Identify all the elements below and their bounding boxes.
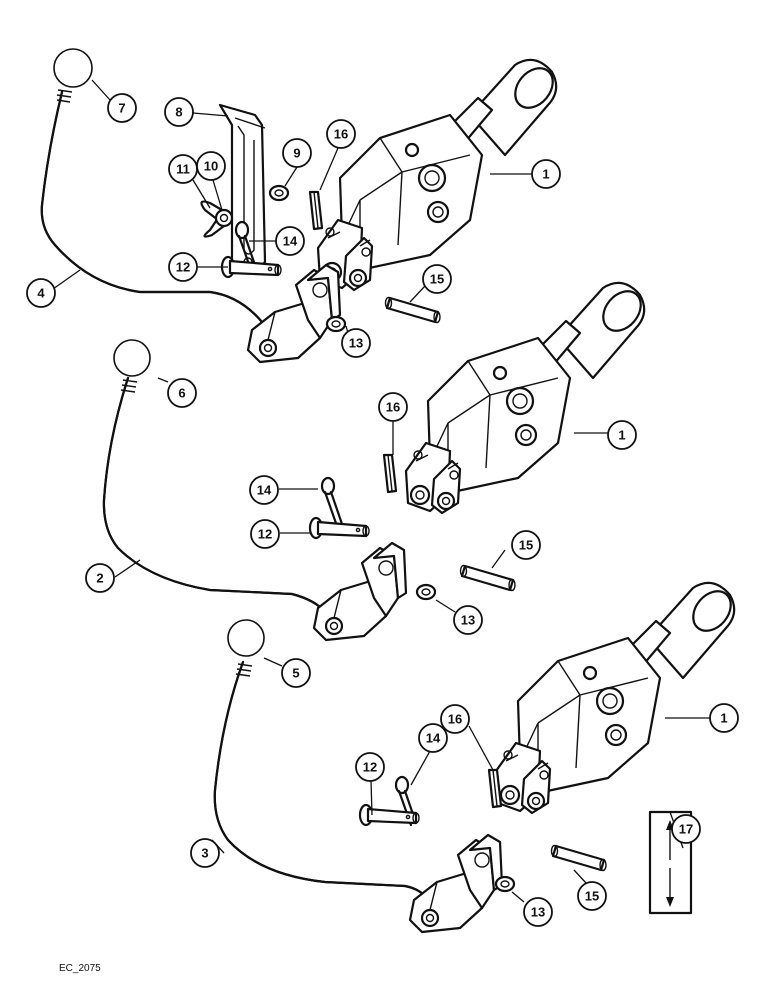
svg-text:15: 15 bbox=[519, 538, 533, 553]
cotter-pin-middle bbox=[320, 476, 344, 528]
svg-text:1: 1 bbox=[542, 167, 549, 182]
svg-text:2: 2 bbox=[96, 571, 103, 586]
roll-pin-middle bbox=[459, 564, 517, 592]
spring-pin-top bbox=[308, 190, 324, 231]
bracket-bottom bbox=[408, 833, 504, 934]
spring-pin-middle bbox=[382, 453, 398, 494]
svg-text:1: 1 bbox=[720, 711, 727, 726]
svg-text:16: 16 bbox=[334, 127, 348, 142]
svg-text:1: 1 bbox=[618, 428, 625, 443]
svg-text:17: 17 bbox=[679, 822, 693, 837]
callout-14-middle: 14 bbox=[249, 475, 279, 505]
svg-text:6: 6 bbox=[178, 386, 185, 401]
callout-4: 4 bbox=[26, 278, 56, 308]
clevis-pin-middle bbox=[308, 516, 371, 540]
callout-6: 6 bbox=[167, 378, 197, 408]
svg-text:12: 12 bbox=[176, 260, 190, 275]
svg-text:14: 14 bbox=[426, 731, 441, 746]
callout-12-bottom: 12 bbox=[355, 752, 385, 782]
svg-text:5: 5 bbox=[292, 666, 299, 681]
valve-bottom bbox=[494, 581, 740, 815]
callout-15-bottom: 15 bbox=[577, 881, 607, 911]
callout-14-bottom: 14 bbox=[418, 723, 448, 753]
callout-1-top: 1 bbox=[531, 159, 561, 189]
callout-1-middle: 1 bbox=[607, 420, 637, 450]
svg-text:8: 8 bbox=[175, 105, 182, 120]
svg-text:14: 14 bbox=[283, 234, 298, 249]
svg-text:16: 16 bbox=[448, 712, 462, 727]
svg-text:12: 12 bbox=[363, 760, 377, 775]
svg-text:15: 15 bbox=[585, 889, 599, 904]
callout-12-middle: 12 bbox=[250, 519, 280, 549]
callout-16-top: 16 bbox=[326, 119, 356, 149]
svg-text:16: 16 bbox=[386, 400, 400, 415]
footer-code: EC_2075 bbox=[59, 963, 101, 974]
svg-text:15: 15 bbox=[430, 272, 444, 287]
callout-10: 10 bbox=[196, 151, 226, 181]
roll-pin-top bbox=[384, 296, 442, 324]
washer-top bbox=[325, 315, 347, 333]
callout-12-top: 12 bbox=[168, 252, 198, 282]
callout-1-bottom: 1 bbox=[709, 703, 739, 733]
callout-13-top: 13 bbox=[341, 328, 371, 358]
washer-bottom bbox=[494, 875, 516, 893]
svg-text:10: 10 bbox=[204, 159, 218, 174]
knob-middle bbox=[113, 339, 151, 377]
valve-top bbox=[316, 58, 562, 292]
callout-3: 3 bbox=[190, 838, 220, 868]
callout-14-top: 14 bbox=[275, 226, 305, 256]
svg-text:14: 14 bbox=[257, 483, 272, 498]
callout-13-middle: 13 bbox=[453, 605, 483, 635]
callout-13-bottom: 13 bbox=[523, 897, 553, 927]
washer-9 bbox=[268, 184, 290, 202]
knob-bottom bbox=[227, 619, 265, 657]
callout-15-top: 15 bbox=[422, 264, 452, 294]
callout-9: 9 bbox=[282, 138, 312, 168]
callout-15-middle: 15 bbox=[511, 530, 541, 560]
svg-text:3: 3 bbox=[201, 846, 208, 861]
callout-16-middle: 16 bbox=[378, 392, 408, 422]
svg-text:11: 11 bbox=[176, 162, 190, 177]
knob-top bbox=[53, 48, 93, 88]
callout-8: 8 bbox=[164, 97, 194, 127]
svg-text:13: 13 bbox=[461, 613, 475, 628]
callout-5: 5 bbox=[281, 658, 311, 688]
svg-text:12: 12 bbox=[258, 527, 272, 542]
svg-text:9: 9 bbox=[293, 146, 300, 161]
callout-2: 2 bbox=[85, 563, 115, 593]
svg-text:4: 4 bbox=[37, 286, 45, 301]
callout-7: 7 bbox=[107, 93, 137, 123]
callout-11: 11 bbox=[168, 154, 198, 184]
callout-17: 17 bbox=[671, 814, 701, 844]
svg-text:13: 13 bbox=[531, 905, 545, 920]
callout-16-bottom: 16 bbox=[440, 704, 470, 734]
bracket-top bbox=[246, 263, 342, 364]
washer-middle bbox=[415, 583, 437, 601]
lever-middle bbox=[102, 376, 327, 614]
valve-middle bbox=[404, 281, 650, 515]
roll-pin-bottom bbox=[550, 844, 608, 872]
svg-text:7: 7 bbox=[118, 101, 125, 116]
bracket-middle bbox=[312, 541, 408, 642]
wing-nut bbox=[200, 200, 234, 238]
svg-text:13: 13 bbox=[349, 336, 363, 351]
